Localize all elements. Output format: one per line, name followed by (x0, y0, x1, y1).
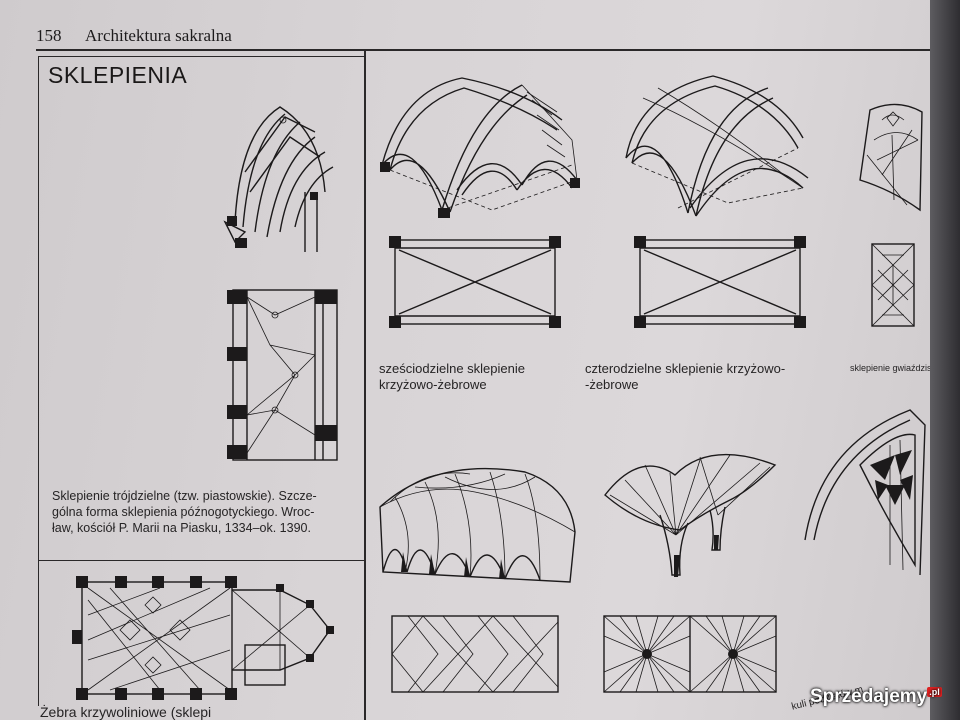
church-floor-plan (72, 576, 334, 700)
trojdzielne-vault-plan (227, 289, 338, 461)
section-title: SKLEPIENIA (48, 62, 188, 88)
caption-line: ław, kościół P. Marii na Piasku, 1334–ok… (52, 521, 311, 535)
gwiazdziste-vault-plan (871, 243, 915, 327)
czterodzielne-vault-plan (634, 236, 806, 328)
czterodzielne-caption: czterodzielne sklepienie krzyżowo- -żebr… (585, 361, 817, 393)
net-vault-perspective-drawing (379, 467, 576, 583)
caption-line: gólna forma sklepienia późnogotyckiego. … (52, 505, 315, 519)
running-title: Architektura sakralna (85, 26, 232, 45)
title-box-left (38, 56, 40, 706)
cell-vault-perspective-drawing (804, 409, 926, 576)
watermark-suffix: .pl (927, 686, 942, 697)
caption-line: -żebrowe (585, 377, 639, 392)
fan-vault-perspective-drawing (604, 453, 777, 577)
caption-line: czterodzielne sklepienie krzyżowo- (585, 361, 786, 376)
watermark-logo: Sprzedajemy.pl (810, 686, 942, 708)
fan-vault-plan (603, 615, 777, 693)
header-rule (36, 49, 931, 51)
column-divider (364, 49, 366, 720)
title-box-top (38, 56, 364, 58)
page-edge-shadow (930, 0, 960, 720)
caption-line: krzyżowo-żebrowe (379, 377, 487, 392)
gwiazdziste-caption: sklepienie gwiaździste (850, 363, 940, 373)
caption-line: sześciodzielne sklepienie (379, 361, 525, 376)
czterodzielne-vault-perspective-drawing (625, 75, 809, 217)
caption-line: Sklepienie trójdzielne (tzw. piastowskie… (52, 489, 317, 503)
net-vault-plan (391, 615, 559, 693)
title-box-bottom (38, 560, 364, 562)
zebra-caption: Żebra krzywoliniowe (sklepi (40, 704, 212, 720)
book-page: 158 Architektura sakralna SKLEPIENIA (0, 0, 940, 720)
szesciodzielne-caption: sześciodzielne sklepienie krzyżowo-żebro… (379, 361, 557, 393)
page-number: 158 (36, 26, 62, 45)
trojdzielne-vault-perspective-drawing (223, 106, 334, 252)
szesciodzielne-vault-perspective-drawing (380, 77, 580, 218)
trojdzielne-caption: Sklepienie trójdzielne (tzw. piastowskie… (52, 488, 357, 536)
szesciodzielne-vault-plan (389, 236, 561, 328)
gwiazdziste-vault-perspective-drawing (859, 103, 923, 212)
watermark-text: Sprzedajemy (810, 686, 928, 707)
